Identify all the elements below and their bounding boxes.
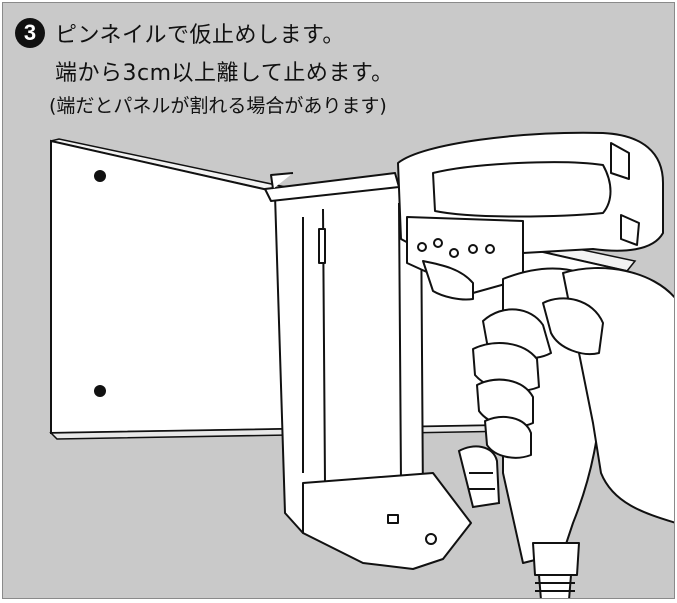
instruction-note: (端だとパネルが割れる場合があります): [49, 95, 387, 117]
gloved-hand-icon: [472, 267, 674, 524]
illustration: [49, 131, 674, 598]
nail-mark-bottom: [94, 385, 106, 397]
hose-icon: [457, 445, 501, 509]
step-number-badge: 3: [15, 18, 45, 48]
nail-mark-top: [94, 170, 106, 182]
instruction-line-1: ピンネイルで仮止めします。: [55, 23, 345, 48]
instruction-line-2: 端から3cm以上離して止めます。: [55, 61, 394, 86]
step-header: 3 ピンネイルで仮止めします。: [15, 17, 345, 49]
